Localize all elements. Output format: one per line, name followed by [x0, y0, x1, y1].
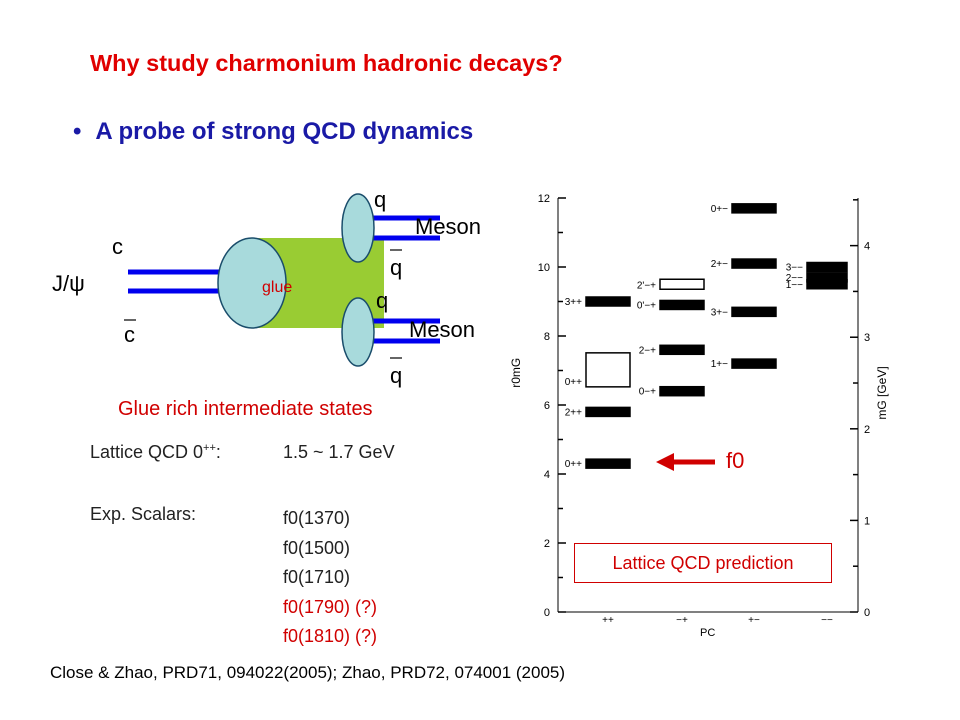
x-category-label: −+: [676, 615, 688, 626]
state-label: 2−+: [639, 345, 656, 356]
scalar-item: f0(1710): [283, 567, 351, 587]
meson-bottom-blob: [341, 297, 375, 367]
initial-blob: [217, 237, 287, 329]
lattice-value: 1.5 ~ 1.7 GeV: [283, 442, 395, 462]
state-label: 0−+: [639, 387, 656, 398]
scalar-item: f0(1790) (?): [283, 596, 378, 617]
state-label: 3+−: [711, 307, 728, 318]
slide-title: Why study charmonium hadronic decays?: [90, 50, 563, 76]
scalar-item: f0(1370): [283, 508, 351, 528]
f0-annotation: f0: [726, 448, 745, 473]
x-axis-label: PC: [700, 627, 715, 639]
right-tick-label: 0: [864, 607, 870, 619]
state-level: [585, 406, 631, 418]
state-level: [585, 296, 631, 307]
right-tick-label: 4: [864, 241, 870, 253]
state-level: [731, 203, 777, 214]
state-label: 2−−: [786, 273, 803, 284]
meson-bottom-label: Meson: [409, 317, 475, 342]
chart-legend: Lattice QCD prediction: [574, 543, 832, 583]
reference: Close & Zhao, PRD71, 094022(2005); Zhao,…: [50, 663, 566, 682]
left-tick-label: 10: [538, 262, 550, 274]
right-axis-label: mG [GeV]: [875, 366, 889, 419]
left-tick-label: 2: [544, 538, 550, 550]
x-category-label: −−: [821, 615, 833, 626]
x-category-label: +−: [748, 615, 760, 626]
cbar-label: c: [124, 322, 135, 347]
left-axis-label: r0mG: [509, 358, 523, 388]
state-label: 0+−: [711, 204, 728, 215]
lattice-sup: ++: [203, 442, 216, 454]
state-level: [806, 272, 848, 283]
left-tick-label: 0: [544, 607, 550, 619]
scalar-item: f0(1810) (?): [283, 626, 378, 646]
qbar-top-label: q: [390, 255, 402, 280]
meson-top-blob: [341, 193, 375, 263]
state-label: 0++: [565, 377, 582, 388]
glue-label: glue: [262, 279, 292, 296]
q-top-label: q: [374, 187, 386, 212]
state-label: 2'−+: [637, 280, 656, 291]
chart-levels: 0++ 2++ 0++ 3++ 0−+ 2−+ 0'−+ 2'−+ 1+− 3+− 2+− 0+− 1−…: [565, 203, 848, 470]
right-tick-label: 2: [864, 424, 870, 436]
glue-caption: Glue rich intermediate states: [118, 398, 373, 420]
left-tick-label: 4: [544, 469, 550, 481]
state-level: [731, 358, 777, 369]
q-bottom-label: q: [376, 288, 388, 313]
exp-label: Exp. Scalars:: [90, 504, 197, 524]
left-tick-label: 12: [538, 193, 550, 205]
state-level: [585, 458, 631, 469]
state-level: [731, 258, 777, 269]
f0-arrow-icon: [656, 453, 715, 471]
bullet-text: A probe of strong QCD dynamics: [95, 118, 474, 145]
bullet-dot-icon: •: [73, 118, 82, 145]
lattice-label: Lattice QCD 0: [90, 442, 204, 462]
x-category-label: ++: [602, 615, 614, 626]
state-level: [659, 344, 705, 356]
state-label: 1−−: [786, 280, 803, 291]
scalar-item: f0(1500): [283, 537, 351, 558]
lattice-line: Lattice QCD 0++:: [90, 442, 221, 463]
state-level: [659, 385, 705, 397]
meson-top-label: Meson: [415, 214, 481, 239]
left-tick-label: 6: [544, 400, 550, 412]
decay-diagram: J/ψ c c glue q q q q Meson Meson: [52, 187, 481, 388]
state-label: 0++: [565, 459, 582, 470]
c-label: c: [112, 234, 123, 259]
scalar-list: f0(1370) f0(1500) f0(1710) f0(1790) (?) …: [283, 504, 377, 652]
state-level: [731, 306, 777, 318]
state-level: [585, 352, 631, 388]
state-label: 3++: [565, 297, 582, 308]
left-tick-label: 8: [544, 331, 550, 343]
jpsi-label: J/ψ: [52, 271, 85, 296]
state-level: [659, 278, 705, 290]
lattice-colon: :: [215, 442, 221, 462]
right-tick-label: 3: [864, 332, 870, 344]
state-label: 1+−: [711, 359, 728, 370]
state-label: 2+−: [711, 259, 728, 270]
right-tick-label: 1: [864, 515, 870, 527]
state-label: 0'−+: [637, 300, 656, 311]
bullet-point: • A probe of strong QCD dynamics: [73, 118, 473, 146]
state-label: 3−−: [786, 263, 803, 274]
state-label: 2++: [565, 407, 582, 418]
state-level: [659, 299, 705, 311]
state-level: [806, 261, 848, 273]
qbar-bottom-label: q: [390, 363, 402, 388]
